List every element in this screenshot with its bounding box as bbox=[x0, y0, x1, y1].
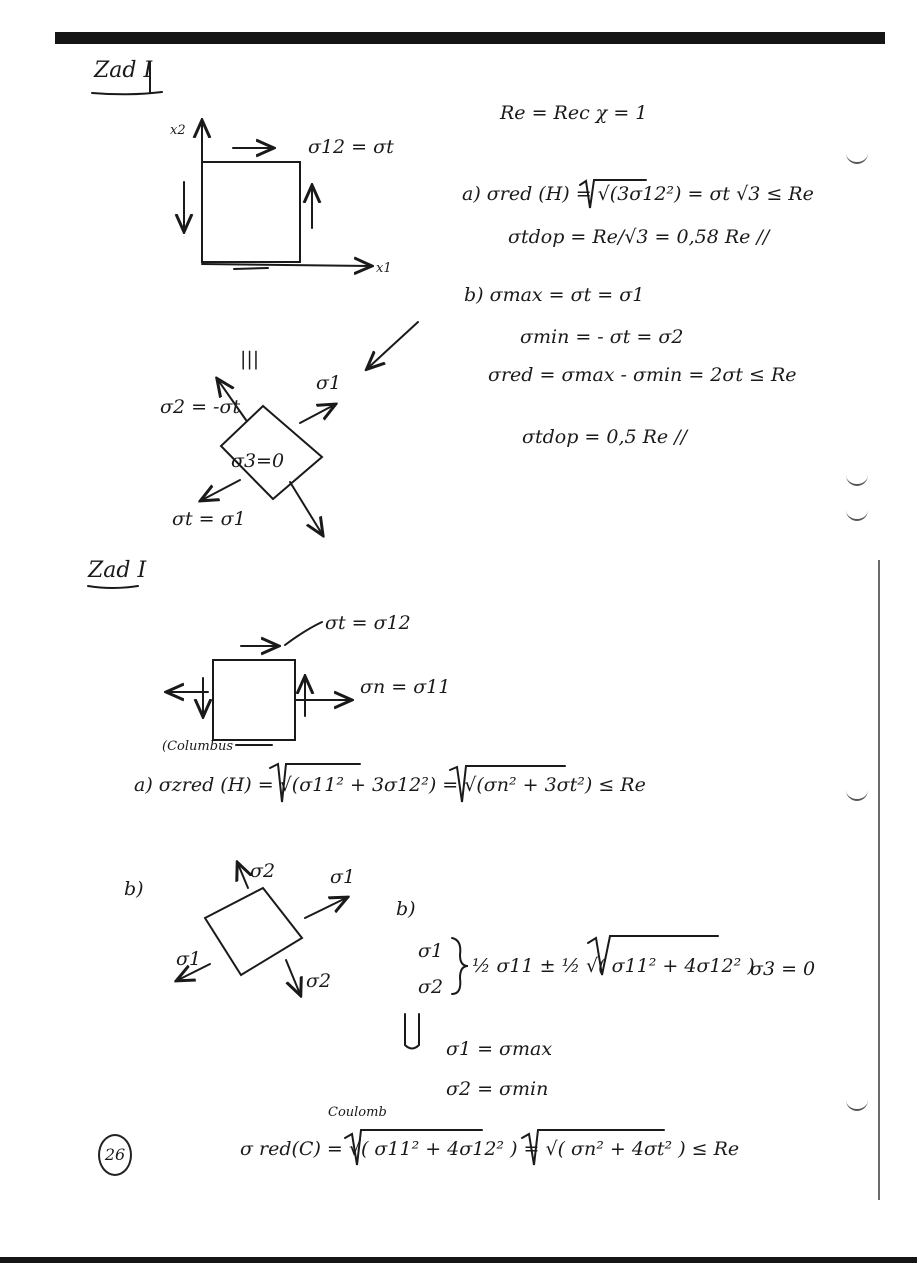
label-leader bbox=[284, 621, 323, 646]
sigma2-lower-arrow-b bbox=[285, 959, 300, 994]
sigma3-principal: σ3 = 0 bbox=[750, 958, 816, 980]
part-label: b) bbox=[124, 878, 144, 900]
root-sign bbox=[269, 762, 361, 803]
section-heading: Zad I bbox=[88, 558, 147, 583]
rotated-square-b bbox=[203, 886, 304, 977]
sigma1-arrow bbox=[299, 405, 334, 424]
equivalence-mark: ||| bbox=[240, 348, 260, 370]
scan-mark bbox=[846, 470, 868, 486]
implies-arrow bbox=[404, 1013, 420, 1050]
coulomb-note: Coulomb bbox=[328, 1105, 387, 1120]
sigma2-label-b-lower: σ2 bbox=[306, 970, 332, 992]
brace bbox=[451, 937, 469, 995]
shear-arrow-bottom bbox=[233, 267, 269, 270]
scan-edge-line bbox=[878, 560, 880, 1200]
scan-mark bbox=[846, 1095, 868, 1111]
sigma1-left-arrow-b bbox=[178, 963, 211, 980]
scan-border-top bbox=[55, 32, 885, 44]
rotated-square bbox=[219, 404, 324, 501]
coulomb-formula: σ red(C) = √( σ11² + 4σ12² ) = √( σn² + … bbox=[240, 1138, 740, 1160]
hmh-formula: a) σred (H) = √(3σ12²) = σt √3 ≤ Re bbox=[462, 183, 814, 205]
hmh-allowable: σtdop = Re/√3 = 0,58 Re // bbox=[508, 226, 770, 248]
root-sign bbox=[449, 765, 566, 803]
tresca-min: σmin = - σt = σ2 bbox=[520, 326, 684, 348]
scan-mark bbox=[846, 785, 868, 801]
hmh-formula-b: a) σzred (H) = √(σ11² + 3σ12²) = √(σn² +… bbox=[134, 774, 646, 796]
sigma3-label: σ3=0 bbox=[231, 450, 285, 472]
shear-stress-label: σt = σ12 bbox=[325, 612, 411, 634]
part-label: b) bbox=[396, 898, 416, 920]
tresca-red: σred = σmax - σmin = 2σt ≤ Re bbox=[488, 364, 797, 386]
sigma2-arrow-b bbox=[238, 864, 248, 889]
x1-axis-arrow bbox=[201, 264, 370, 266]
root-sign bbox=[521, 1129, 665, 1166]
sigma2-arrow bbox=[218, 380, 247, 421]
transform-arrow bbox=[368, 321, 419, 368]
section-heading: Zad I bbox=[94, 58, 153, 83]
root-sign bbox=[579, 179, 647, 209]
element-square bbox=[201, 161, 301, 263]
shear-element-diagram bbox=[184, 122, 370, 269]
heading-underline bbox=[87, 585, 139, 589]
sigma1-label: σ1 bbox=[316, 372, 342, 394]
principal-expression: ½ σ11 ± ½ √( σ11² + 4σ12² ) bbox=[472, 955, 755, 977]
x1-axis-label: x1 bbox=[376, 261, 392, 276]
shear-stress-label: σ12 = σt bbox=[308, 136, 394, 158]
principal-element-diagram-b bbox=[178, 864, 346, 994]
tresca-max: b) σmax = σt = σ1 bbox=[464, 284, 645, 306]
note-label: (Columbus bbox=[162, 739, 234, 754]
page-number: 26 bbox=[98, 1134, 132, 1176]
sigma-max-line: σ1 = σmax bbox=[446, 1038, 553, 1060]
scan-mark bbox=[846, 505, 868, 521]
x2-axis-label: x2 bbox=[170, 123, 186, 138]
sigma2-label: σ2 = -σt bbox=[160, 396, 241, 418]
sigma-min-line: σ2 = σmin bbox=[446, 1078, 549, 1100]
sigma2-label-b: σ2 bbox=[250, 860, 276, 882]
scan-mark bbox=[846, 148, 868, 164]
sigma2-principal: σ2 bbox=[418, 976, 444, 998]
root-sign bbox=[587, 935, 719, 976]
tresca-allowable: σtdop = 0,5 Re // bbox=[522, 426, 688, 448]
sigma-t-arrow bbox=[202, 479, 241, 500]
normal-stress-label: σn = σ11 bbox=[360, 676, 451, 698]
principal-element-diagram bbox=[202, 380, 334, 534]
element-square-b bbox=[212, 659, 296, 741]
sigma-t-label: σt = σ1 bbox=[172, 508, 246, 530]
root-sign bbox=[344, 1129, 483, 1166]
given-data: Re = Rec χ = 1 bbox=[500, 102, 648, 124]
sigma1-principal: σ1 bbox=[418, 940, 444, 962]
sigma1-label-b: σ1 bbox=[330, 866, 356, 888]
heading-underline bbox=[91, 91, 163, 96]
sigma1-arrow-b bbox=[304, 898, 346, 919]
sigma1-label-b-left: σ1 bbox=[176, 948, 202, 970]
combined-element-diagram bbox=[168, 621, 350, 746]
scan-border-bottom bbox=[0, 1257, 917, 1263]
sigma-lower-arrow bbox=[289, 481, 322, 534]
